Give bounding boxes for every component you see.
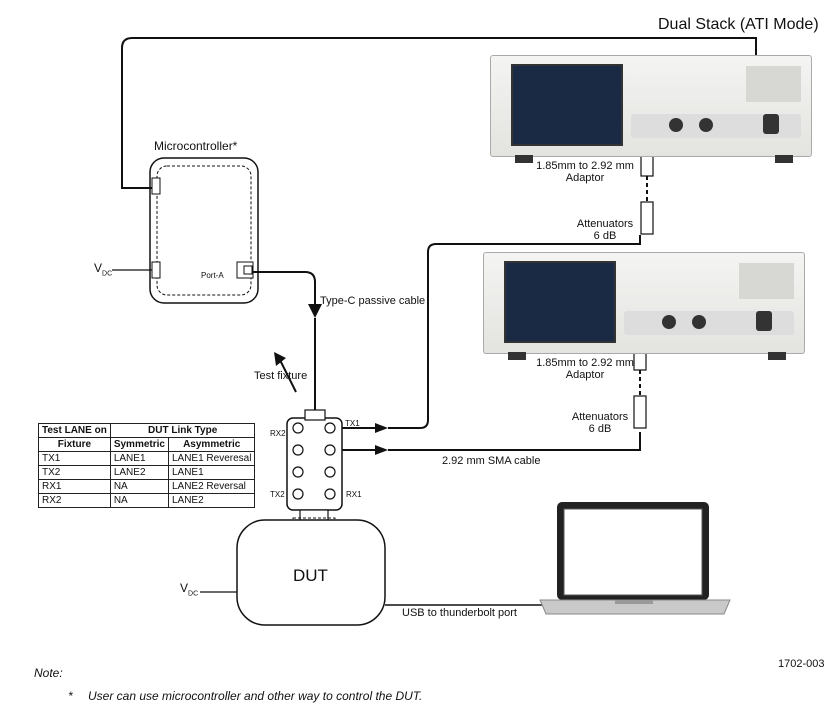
usb-cable-label: USB to thunderbolt port — [402, 607, 517, 619]
microcontroller-label: Microcontroller* — [154, 139, 238, 153]
lane-table: Test LANE on DUT Link Type Fixture Symme… — [38, 423, 256, 508]
diagram-title: Dual Stack (ATI Mode) — [658, 16, 819, 33]
laptop-icon — [539, 502, 731, 615]
control-cable — [121, 37, 757, 189]
port-a-label: Port-A — [201, 271, 224, 280]
port-rx1-label: RX1 — [346, 490, 362, 499]
table-row: TX2 LANE2 LANE1 — [38, 465, 256, 480]
dut-label: DUT — [293, 566, 328, 585]
table-header-test-lane: Test LANE on — [38, 423, 111, 438]
table-row: TX1 LANE1 LANE1 Reveresal — [38, 451, 256, 466]
vdc-top-label: VDC — [94, 261, 113, 278]
figure-id: 1702-003 — [778, 658, 825, 670]
table-header-fixture: Fixture — [38, 437, 111, 452]
type-c-cable-label: Type-C passive cable — [320, 295, 426, 307]
test-fixture-label: Test fixture — [254, 370, 308, 382]
oscilloscope-icon — [490, 55, 812, 157]
note-star: * — [68, 689, 73, 703]
note-title: Note: — [34, 666, 63, 680]
port-tx1-label: TX1 — [345, 419, 360, 428]
arrow-icon — [308, 304, 322, 318]
table-header-symmetric: Symmetric — [109, 437, 169, 452]
oscilloscope-icon — [483, 252, 805, 354]
microcontroller-box — [149, 157, 259, 304]
dut-box — [236, 519, 386, 626]
table-header-dut-link: DUT Link Type — [109, 423, 256, 438]
vdc-bottom-label: VDC — [180, 581, 199, 598]
sma-cable-label: 2.92 mm SMA cable — [442, 455, 541, 467]
port-rx2-label: RX2 — [270, 429, 286, 438]
table-row: RX2 NA LANE2 — [38, 493, 256, 508]
note-text: User can use microcontroller and other w… — [88, 689, 423, 703]
port-tx2-label: TX2 — [270, 490, 285, 499]
table-row: RX1 NA LANE2 Reversal — [38, 479, 256, 494]
table-header-asymmetric: Asymmetric — [167, 437, 256, 452]
